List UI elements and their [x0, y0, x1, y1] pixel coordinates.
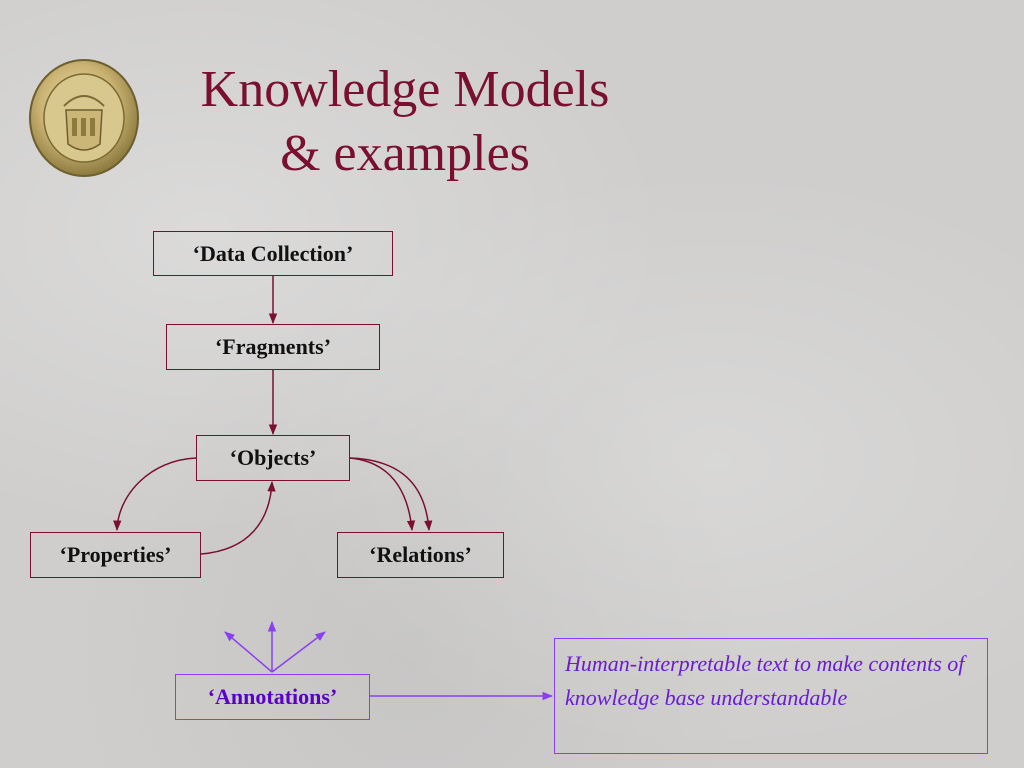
node-data-collection: ‘Data Collection’	[153, 231, 393, 276]
arrow-objects-to-relations-2	[349, 457, 433, 532]
title-line-2: & examples	[280, 125, 530, 182]
node-properties: ‘Properties’	[30, 532, 201, 578]
node-relations: ‘Relations’	[337, 532, 504, 578]
annotation-description-box: Human-interpretable text to make content…	[554, 638, 988, 754]
annotation-description-text: Human-interpretable text to make content…	[565, 651, 965, 710]
node-annotations: ‘Annotations’	[175, 674, 370, 720]
annotation-ray-right	[271, 631, 326, 673]
annotation-ray-left	[224, 631, 273, 673]
arrow-objects-to-relations-1	[349, 457, 416, 532]
slide-title: Knowledge Models & examples	[160, 58, 650, 186]
title-line-1: Knowledge Models	[200, 61, 610, 118]
node-fragments: ‘Fragments’	[166, 324, 380, 370]
arrow-properties-to-objects	[200, 480, 276, 555]
node-objects: ‘Objects’	[196, 435, 350, 481]
arrow-objects-to-properties	[113, 457, 197, 532]
university-seal-logo	[29, 59, 139, 177]
